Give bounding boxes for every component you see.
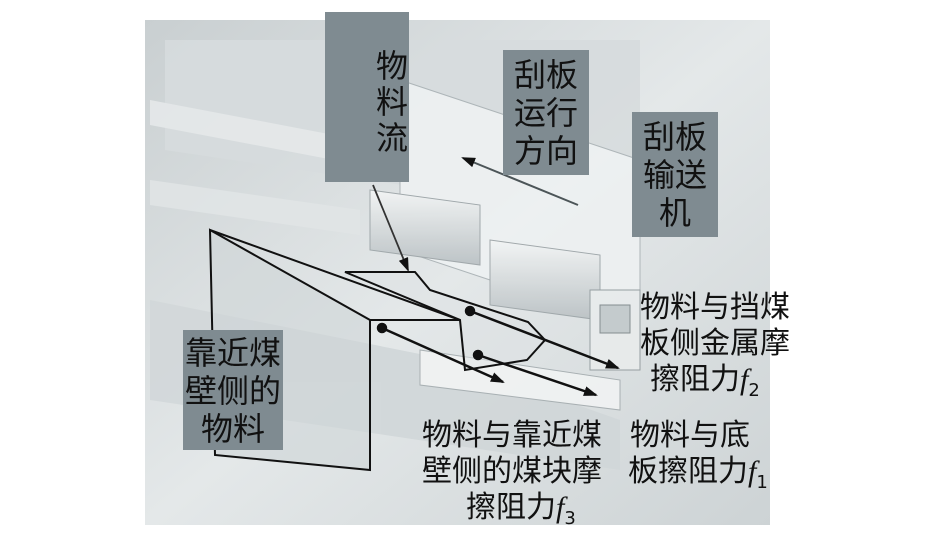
f1-label: 物料与底 板擦阻力f1 bbox=[628, 418, 768, 493]
force-arrows bbox=[376, 305, 620, 397]
arrow-f3 bbox=[381, 326, 505, 384]
f3-label: 物料与靠近煤 壁侧的煤块摩 擦阻力f3 bbox=[422, 418, 602, 529]
f2-label: 物料与挡煤 板侧金属摩 擦阻力f2 bbox=[640, 290, 790, 401]
material-flow-pointer bbox=[372, 184, 409, 272]
material-flow-label: 物料流 bbox=[325, 12, 409, 182]
arrow-f1 bbox=[477, 353, 598, 397]
scraper-direction-arrow bbox=[461, 157, 579, 206]
near-wall-material-label: 靠近煤 壁侧的 物料 bbox=[183, 330, 283, 450]
scraper-conveyor-label: 刮板 输送 机 bbox=[632, 112, 718, 237]
scraper-direction-label: 刮板 运行 方向 bbox=[503, 50, 589, 175]
arrow-f2 bbox=[469, 309, 620, 370]
